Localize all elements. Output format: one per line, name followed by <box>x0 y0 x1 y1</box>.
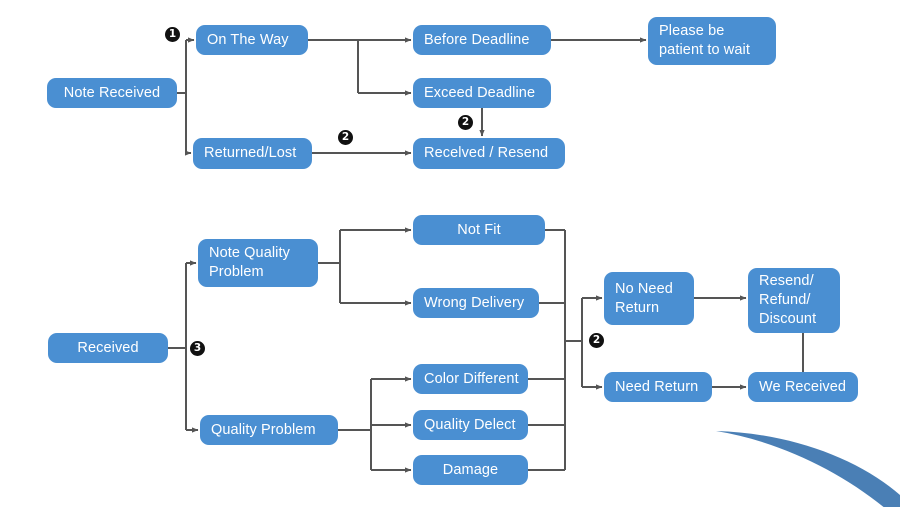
node-note-quality-problem[interactable]: Note Quality Problem <box>198 239 318 287</box>
step-badge-2-return-split: 2 <box>589 333 604 348</box>
decorative-swoosh <box>716 431 900 507</box>
node-wrong-delivery[interactable]: Wrong Delivery <box>413 288 539 318</box>
node-please-be-patient[interactable]: Please be patient to wait <box>648 17 776 65</box>
node-we-received[interactable]: We Received <box>748 372 858 402</box>
step-badge-2-returned-lost: 2 <box>338 130 353 145</box>
node-damage[interactable]: Damage <box>413 455 528 485</box>
step-badge-1: 1 <box>165 27 180 42</box>
node-quality-delect[interactable]: Quality Delect <box>413 410 528 440</box>
node-quality-problem[interactable]: Quality Problem <box>200 415 338 445</box>
node-before-deadline[interactable]: Before Deadline <box>413 25 551 55</box>
node-note-received[interactable]: Note Received <box>47 78 177 108</box>
step-badge-3: 3 <box>190 341 205 356</box>
swoosh-shape <box>716 431 900 507</box>
node-need-return[interactable]: Need Return <box>604 372 712 402</box>
node-exceed-deadline[interactable]: Exceed Deadline <box>413 78 551 108</box>
node-color-different[interactable]: Color Different <box>413 364 528 394</box>
step-badge-2-exceed-deadline: 2 <box>458 115 473 130</box>
node-received[interactable]: Received <box>48 333 168 363</box>
node-returned-lost[interactable]: Returned/Lost <box>193 138 312 169</box>
node-resend-refund-discount[interactable]: Resend/ Refund/ Discount <box>748 268 840 333</box>
node-no-need-return[interactable]: No Need Return <box>604 272 694 325</box>
node-received-resend[interactable]: Recelved / Resend <box>413 138 565 169</box>
node-on-the-way[interactable]: On The Way <box>196 25 308 55</box>
node-not-fit[interactable]: Not Fit <box>413 215 545 245</box>
